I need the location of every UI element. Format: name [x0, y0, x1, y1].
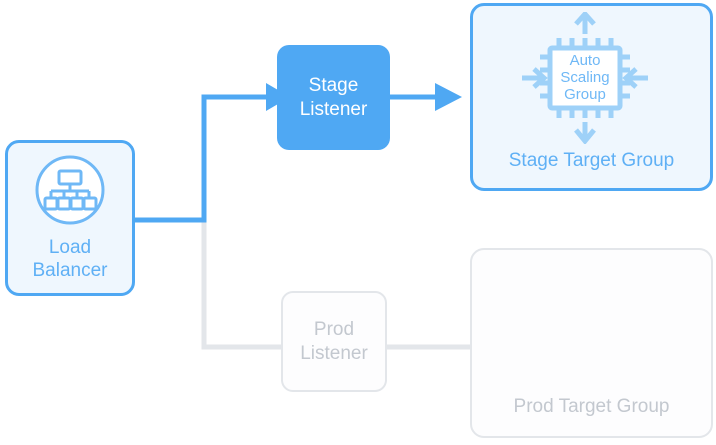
node-load-balancer[interactable]: Load Balancer: [5, 140, 135, 296]
stage-listener-label-line1: Stage: [308, 74, 359, 96]
load-balancer-label: Load Balancer: [33, 236, 108, 282]
node-prod-target-group[interactable]: Prod Target Group: [470, 248, 713, 438]
asg-label-line3: Group: [564, 86, 606, 103]
connector-load-balancer-to-prod-listener: [201, 220, 281, 350]
node-prod-listener[interactable]: Prod Listener: [281, 291, 387, 392]
load-balancer-hierarchy-icon: [34, 154, 106, 226]
prod-listener-label-line2: Listener: [300, 342, 368, 364]
arrowhead-to-stage-target-group: [435, 83, 462, 111]
stage-listener-label-line2: Listener: [299, 98, 368, 120]
asg-label-line1: Auto: [569, 52, 600, 69]
prod-listener-label-line1: Prod: [313, 318, 355, 340]
asg-label-line2: Scaling: [560, 69, 609, 86]
node-stage-listener[interactable]: Stage Listener: [277, 45, 390, 150]
load-balancer-label-line1: Load: [48, 237, 92, 258]
load-balancer-label-line2: Balancer: [32, 260, 108, 281]
stage-listener-label: Stage Listener: [300, 74, 368, 122]
prod-target-group-label: Prod Target Group: [513, 396, 670, 417]
connector-load-balancer-to-stage-listener: [135, 94, 266, 223]
prod-listener-label: Prod Listener: [300, 318, 368, 366]
node-stage-target-group[interactable]: Auto Scaling Group Stage Target Group: [470, 3, 713, 191]
auto-scaling-group-chip-icon: Auto Scaling Group: [506, 10, 678, 145]
stage-target-group-label: Stage Target Group: [508, 150, 675, 171]
